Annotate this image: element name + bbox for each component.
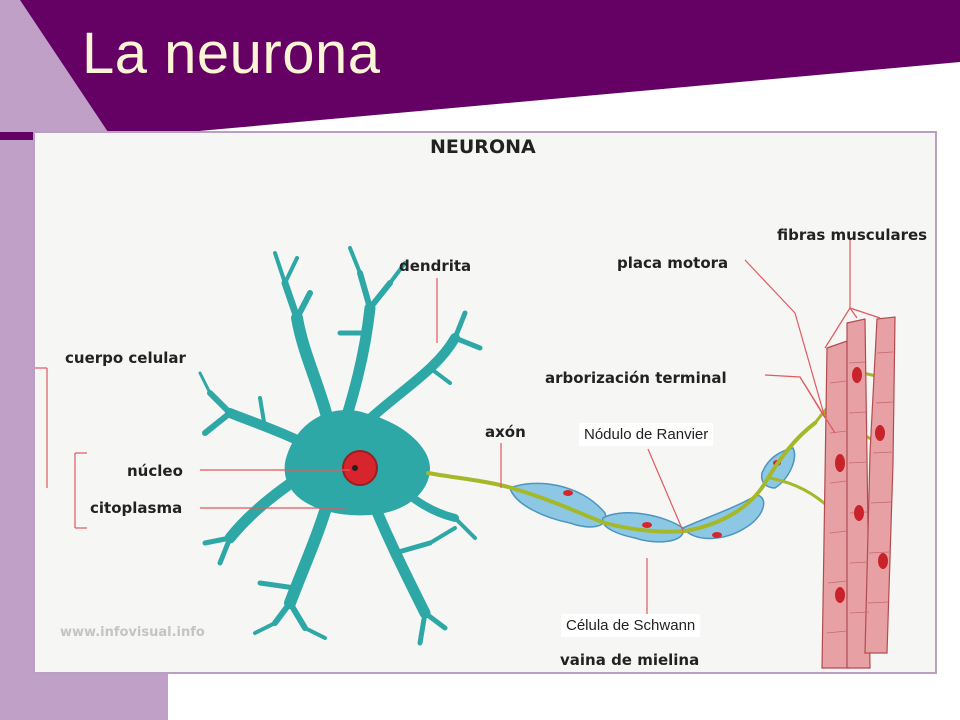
header-band: [0, 0, 960, 140]
label-celula-de-schwann: Célula de Schwann: [561, 614, 701, 637]
label-fibras-musculares: fibras musculares: [777, 226, 927, 244]
nucleus: [342, 450, 378, 486]
muscle-striations: [826, 351, 894, 634]
axon-fiber: [426, 421, 817, 534]
nucleolus: [352, 465, 358, 471]
slide-title: La neurona: [82, 21, 381, 86]
label-arborizacion-terminal: arborización terminal: [545, 369, 727, 387]
label-nucleo: núcleo: [127, 462, 183, 480]
watermark-text: www.infovisual.info: [60, 625, 205, 640]
leader-lines: [35, 238, 881, 633]
label-vaina-de-mielina: vaina de mielina: [560, 651, 699, 669]
myelin-sheath: [509, 447, 796, 543]
label-citoplasma: citoplasma: [90, 499, 182, 517]
label-nodulo-de-ranvier: Nódulo de Ranvier: [579, 423, 714, 446]
header-corner-wedge: [0, 0, 108, 132]
neuron-diagram-frame: NEURONA: [33, 131, 937, 674]
motor-end-plates: [835, 367, 888, 603]
cell-body: [284, 410, 430, 516]
diagram-heading: NEURONA: [430, 136, 536, 158]
neuron-diagram: NEURONA: [35, 136, 927, 669]
muscle-fibers: [821, 316, 896, 669]
label-axon: axón: [485, 423, 526, 441]
label-placa-motora: placa motora: [617, 254, 728, 272]
label-dendrita: dendrita: [399, 257, 471, 275]
label-cuerpo-celular: cuerpo celular: [65, 349, 187, 367]
